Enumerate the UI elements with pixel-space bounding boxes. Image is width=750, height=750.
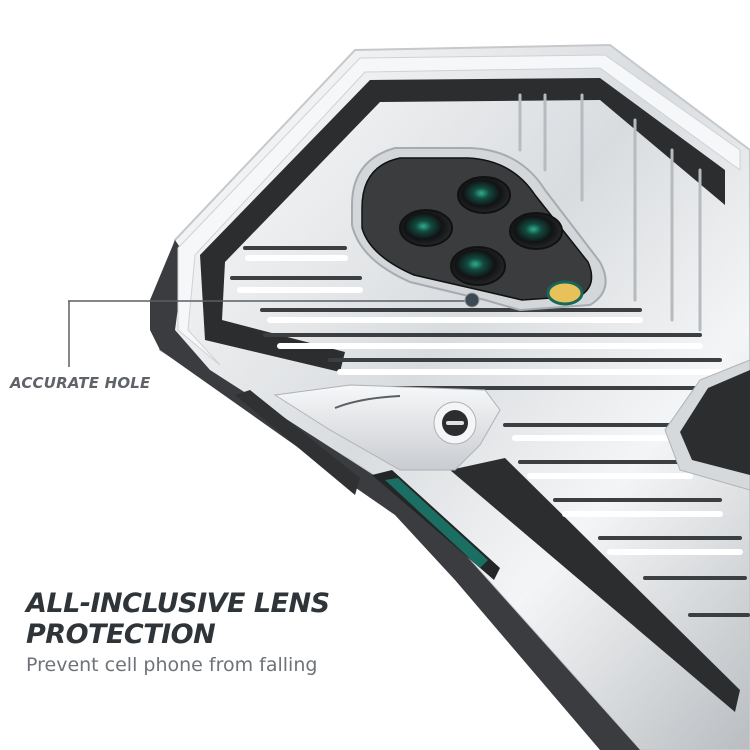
feature-title-line1: ALL-INCLUSIVE LENS [26, 588, 330, 619]
camera-lens-bottom [450, 246, 506, 286]
camera-module [351, 147, 607, 312]
black-trim-frame [200, 78, 740, 712]
ring-holder [664, 359, 750, 491]
camera-lens-right [509, 212, 563, 250]
camera-lens-top [457, 176, 511, 214]
flash-icon [546, 280, 584, 306]
accurate-hole-marker-icon [464, 292, 480, 308]
camera-lens-left [399, 209, 453, 247]
feature-title: ALL-INCLUSIVE LENS PROTECTION [26, 588, 330, 650]
kickstand-plate [273, 384, 501, 471]
feature-subtitle: Prevent cell phone from falling [26, 654, 318, 676]
callout-label: ACCURATE HOLE [10, 374, 151, 392]
side-buttons [235, 390, 500, 580]
feature-title-line2: PROTECTION [26, 619, 216, 650]
callout-pointer [68, 292, 480, 367]
